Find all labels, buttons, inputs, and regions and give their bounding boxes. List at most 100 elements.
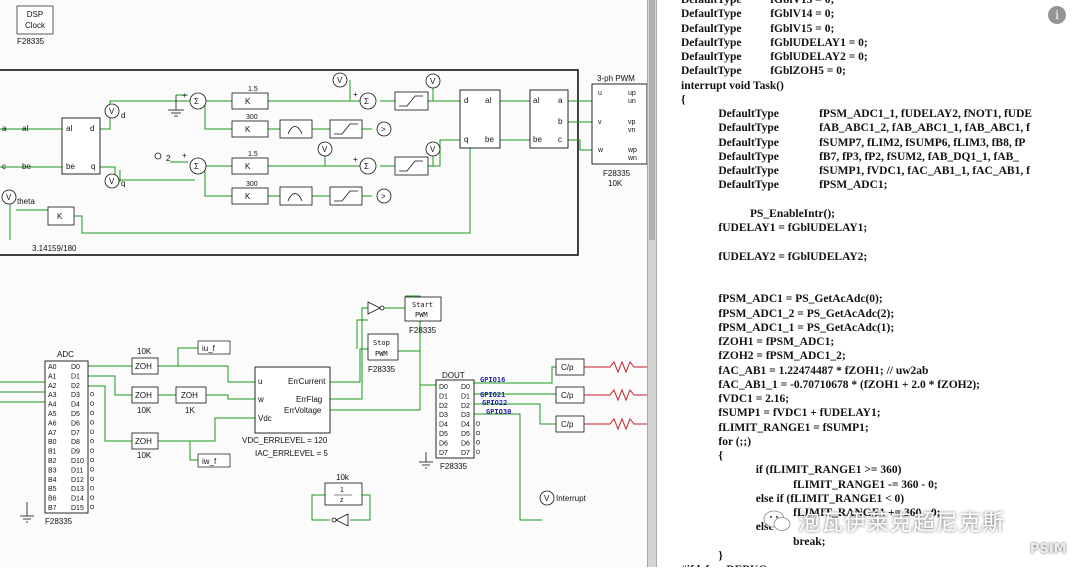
zoh-blocks[interactable] [131,357,207,450]
svg-text:V: V [109,177,115,186]
dout-right-pin: D3 [461,412,470,419]
pwm-block[interactable]: 3-ph PWM u v w up un vp vn wp wn F28335 … [591,74,648,188]
park-transform-block[interactable]: al d be q [61,117,101,175]
input-c-label: c [2,162,6,171]
pwm-w-pin: w [597,147,604,154]
adc-left-pin: A3 [48,392,57,399]
code-line: fPSM_ADC1_1 = PS_GetAcAdc(1); [681,321,895,334]
error-detect-block[interactable]: u w Vdc ErrCurrent ErrFlag ErrVoltage [254,366,331,434]
svg-text:+: + [353,90,358,99]
code-line: DefaultType fPSM_ADC1_1, fUDELAY2, fNOT1… [681,108,1033,120]
label-iu-f[interactable]: iu_f [197,340,231,355]
adc-right-pin: D13 [71,486,84,493]
stop-pwm-line2: PWM [375,350,388,358]
zoh-3-rate: 1K [185,406,195,415]
start-pwm-block[interactable]: Start PWM F28335 [404,296,442,335]
gain-k-blocks[interactable] [231,92,269,205]
code-line: fVDC1 = 2.16; [681,393,790,405]
probe-iq-label: q [121,179,125,188]
code-line: DefaultType fGblUDELAY2 = 0; [681,51,868,63]
adc-left-pin: A1 [48,373,57,380]
zoh-1-rate: 10K [137,347,152,356]
info-icon[interactable]: i [1048,6,1066,24]
psim-logo: PSIM [1030,542,1067,557]
code-line: DefaultType fPSM_ADC1; [681,179,888,192]
ref-source [154,152,162,160]
adc-left-pin: B0 [48,439,57,446]
io-wires [0,295,556,521]
park-q-pin: q [91,162,95,171]
ipark-q-pin: q [464,135,468,144]
iclarke-a-pin: a [558,96,563,105]
inverse-park-block[interactable]: d al q be [459,89,501,149]
code-line: fUDELAY2 = fGblUDELAY2; [681,250,868,263]
gpio30-label: GPIO30 [486,408,511,416]
adc-right-pin: D10 [71,458,84,465]
err-voltage-pin: ErrVoltage [284,406,322,415]
inverse-clarke-block[interactable]: al be a b c [529,89,569,149]
adc-right-pin: D5 [71,411,80,418]
dout-open-terminal [475,449,481,454]
adc-block[interactable]: ADC A0A1A2A3A4A5A6A7B0B1B2B3B4B5B6B7D0D1… [44,350,95,526]
iclarke-c-pin: c [558,135,562,144]
dout-left-pin: D6 [439,440,448,447]
gpio21-label: GPIO21 [480,391,505,399]
svg-text:Σ: Σ [194,162,199,171]
adc-right-pin: D0 [71,364,80,371]
input-a-label: a [2,124,7,133]
stop-pwm-block[interactable]: Stop PWM F28335 [367,333,399,374]
dsp-clock-block[interactable]: DSP Clock F28335 [16,5,54,46]
err-w-pin: w [257,395,264,404]
svg-text:>: > [381,125,386,134]
pwm-u-pin: u [598,90,602,97]
code-editor[interactable]: DefaultType fGblV13 = 0;DefaultType fGbl… [657,0,1080,567]
park-al-pin: al [66,124,72,133]
adc-right-pin: D2 [71,383,80,390]
svg-text:V: V [6,193,12,202]
cp-blocks[interactable] [555,358,585,433]
adc-open-terminal [89,448,95,453]
code-line: DefaultType fGblV15 = 0; [681,22,835,35]
theta-gain-block[interactable]: K [47,206,75,226]
dout-right-pin: D6 [461,440,470,447]
code-line: interrupt void Task() [681,79,784,92]
zoh-4-label: ZOH [135,437,152,446]
pwm-freq: 10K [608,179,623,188]
not-gate-feedback[interactable] [331,513,349,527]
probe-id[interactable]: V d [104,103,125,120]
dout-right-pin: D5 [461,431,470,438]
integrator-limiter-blocks[interactable] [279,91,429,206]
gain-k-4: K [245,192,251,201]
schematic-canvas[interactable]: DSP Clock F28335 a al c be al d be q V [0,0,648,567]
control-subsystem-frame [0,69,579,256]
gain-k-3: K [245,162,251,171]
gain-ki-d: 300 [246,114,258,121]
probe-theta[interactable]: V theta [1,189,35,206]
label-iw-f[interactable]: iw_f [197,453,231,468]
probe-interrupt[interactable]: V Interrupt [539,490,587,506]
code-line: DefaultType fB7, fP3, fP2, fSUM2, fAB_DQ… [681,150,1020,163]
gain-k-1: K [245,97,251,106]
wechat-icon [763,510,791,531]
watermark: 泡瓦伊莱克超尼克斯 [762,505,1005,537]
pwm-chip: F28335 [603,169,631,178]
not-gate[interactable] [367,301,385,315]
adc-open-terminal [89,486,95,491]
cp-1-label: C/p [561,363,574,372]
probe-iq[interactable]: V q [104,173,125,189]
code-line: { [681,93,686,106]
svg-text:V: V [430,77,436,86]
adc-left-pin: A6 [48,420,57,427]
adc-open-terminal [89,476,95,481]
probe-id-label: d [121,111,125,120]
scrollbar-thumb[interactable] [649,0,655,240]
adc-open-terminal [89,410,95,416]
code-line: for (;;) [681,435,752,448]
adc-open-terminal [89,439,95,444]
unit-delay-block[interactable]: 10k 1 z [324,473,363,506]
panel-splitter-scrollbar[interactable] [647,0,657,567]
stop-pwm-chip: F28335 [368,365,396,374]
pwm-un-pin: un [628,98,636,105]
start-pwm-chip: F28335 [409,326,437,335]
